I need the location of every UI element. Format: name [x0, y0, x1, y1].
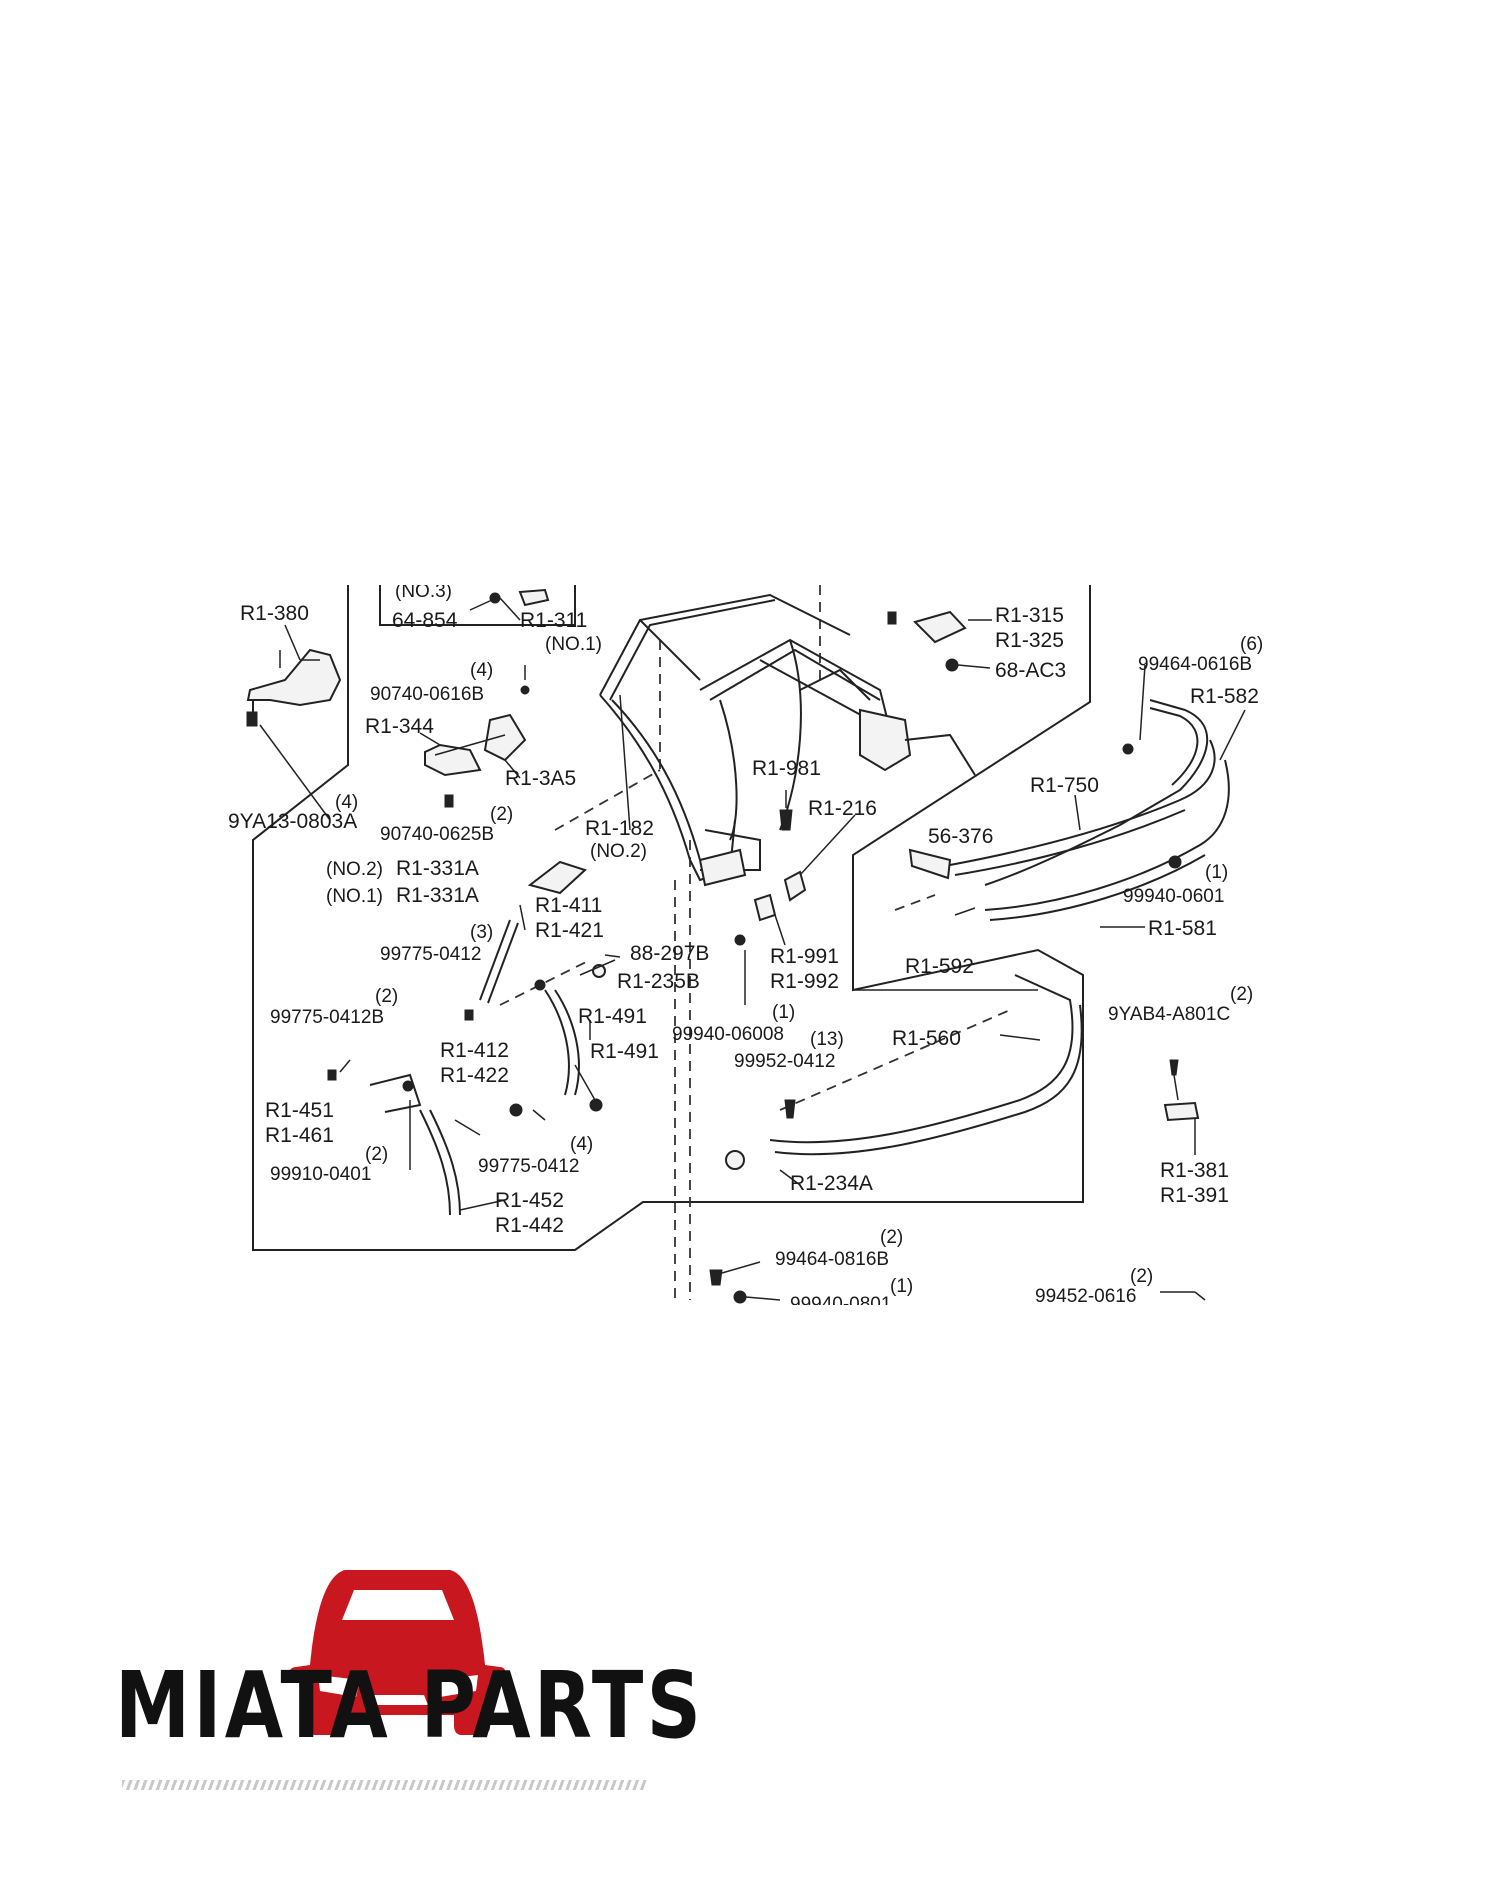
label-r1-981: R1-981: [752, 757, 821, 780]
label-56-376: 56-376: [928, 825, 993, 848]
part-r1-380: [246, 624, 342, 821]
label-99940-0601: 99940-0601: [1123, 886, 1224, 907]
label-r1-491-a: R1-491: [578, 1005, 647, 1028]
label-r1-325: R1-325: [995, 629, 1064, 652]
part-r1-331a: [464, 860, 616, 1117]
label-no3: (NO.3): [395, 581, 452, 602]
label-99910-0401: 99910-0401: [270, 1164, 371, 1185]
part-r1-381: [1163, 1059, 1200, 1155]
label-qty-2-b: (2): [375, 986, 398, 1007]
label-r1-411: R1-411: [535, 894, 602, 917]
label-qty-2-f: (2): [1130, 1266, 1153, 1287]
part-bottom-bolts: [709, 1261, 1206, 1304]
label-99775-0412-c: 99775-0412: [478, 1156, 579, 1177]
label-99940-06008: 99940-06008: [672, 1024, 784, 1045]
label-qty-4-a: (4): [470, 660, 493, 681]
label-r1-491-b: R1-491: [590, 1040, 659, 1063]
label-qty-4-c: (4): [570, 1134, 593, 1155]
part-r1-315: [887, 610, 992, 672]
label-qty-2-a: (2): [490, 804, 513, 825]
label-99464-0616b: 99464-0616B: [1138, 654, 1252, 675]
label-r1-331a-a: R1-331A: [396, 857, 479, 880]
label-qty-6: (6): [1240, 634, 1263, 655]
label-qty-13: (13): [810, 1029, 844, 1050]
label-qty-4-b: (4): [335, 792, 358, 813]
label-r1-234a: R1-234A: [790, 1172, 873, 1195]
label-r1-331a-b: R1-331A: [396, 884, 479, 907]
label-9yab4-a801c: 9YAB4-A801C: [1108, 1004, 1230, 1025]
label-99775-0412b: 99775-0412B: [270, 1007, 384, 1028]
label-no1: (NO.1): [545, 634, 602, 655]
part-labels: R1-380 (NO.3) 64-854 R1-311 (NO.1) R1-31…: [228, 581, 1263, 1315]
leader-lines: [339, 664, 1246, 1211]
label-99452-0616: 99452-0616: [1035, 1286, 1136, 1307]
label-r1-311: R1-311: [520, 609, 587, 632]
label-9ya13-0803a: 9YA13-0803A: [228, 810, 357, 833]
label-r1-442: R1-442: [495, 1214, 564, 1237]
brand-underline-stripes: [122, 1780, 647, 1790]
dashed-guides: [499, 585, 1011, 1300]
label-r1-991: R1-991: [770, 945, 839, 968]
label-r1-992: R1-992: [770, 970, 839, 993]
label-r1-421: R1-421: [535, 919, 604, 942]
label-r1-592: R1-592: [905, 955, 974, 978]
label-qty-1-c: (1): [890, 1276, 913, 1297]
label-r1-750: R1-750: [1030, 774, 1099, 797]
label-r1-380: R1-380: [240, 602, 309, 625]
label-r1-3a5: R1-3A5: [505, 767, 576, 790]
label-r1-582: R1-582: [1190, 685, 1259, 708]
label-qty-3: (3): [470, 922, 493, 943]
label-r1-451: R1-451: [265, 1099, 334, 1122]
label-r1-235b: R1-235B: [617, 970, 700, 993]
label-r1-560: R1-560: [892, 1027, 961, 1050]
car-front-icon: [289, 1570, 506, 1735]
label-r1-344: R1-344: [365, 715, 434, 738]
label-r1-581: R1-581: [1148, 917, 1217, 940]
label-99952-0412: 99952-0412: [734, 1051, 835, 1072]
label-no2-b: (NO.2): [326, 859, 383, 880]
label-r1-422: R1-422: [440, 1064, 509, 1087]
panel-outlines: [252, 585, 1091, 1251]
label-no2-a: (NO.2): [590, 841, 647, 862]
label-r1-182: R1-182: [585, 817, 654, 840]
label-qty-2-d: (2): [365, 1144, 388, 1165]
label-r1-412: R1-412: [440, 1039, 509, 1062]
part-r1-560: [725, 974, 1083, 1170]
label-90740-0625b: 90740-0625B: [380, 824, 494, 845]
label-64-854: 64-854: [392, 609, 458, 632]
label-qty-1-a: (1): [1205, 862, 1228, 883]
label-no1-b: (NO.1): [326, 886, 383, 907]
label-qty-1-b: (1): [772, 1002, 795, 1023]
label-r1-391: R1-391: [1160, 1184, 1229, 1207]
label-r1-315: R1-315: [995, 604, 1064, 627]
label-r1-216: R1-216: [808, 797, 877, 820]
label-90740-0616b: 90740-0616B: [370, 684, 484, 705]
brand-name: MIATA PARTS: [115, 1652, 705, 1759]
label-99775-0412-a: 99775-0412: [380, 944, 481, 965]
label-68-ac3: 68-AC3: [995, 659, 1066, 682]
part-trim-strips: [908, 699, 1230, 921]
top-frame-assembly: [599, 593, 976, 887]
label-r1-381: R1-381: [1160, 1159, 1229, 1182]
part-r1-451: [327, 1069, 461, 1216]
label-88-297b: 88-297B: [630, 942, 709, 965]
label-r1-452: R1-452: [495, 1189, 564, 1212]
label-99464-0816b: 99464-0816B: [775, 1249, 889, 1270]
part-r1-311: [469, 588, 550, 695]
label-r1-461: R1-461: [265, 1124, 334, 1147]
part-r1-981: [734, 790, 856, 946]
label-qty-2-c: (2): [1230, 984, 1253, 1005]
label-qty-2-e: (2): [880, 1227, 903, 1248]
part-r1-344: [419, 713, 527, 808]
